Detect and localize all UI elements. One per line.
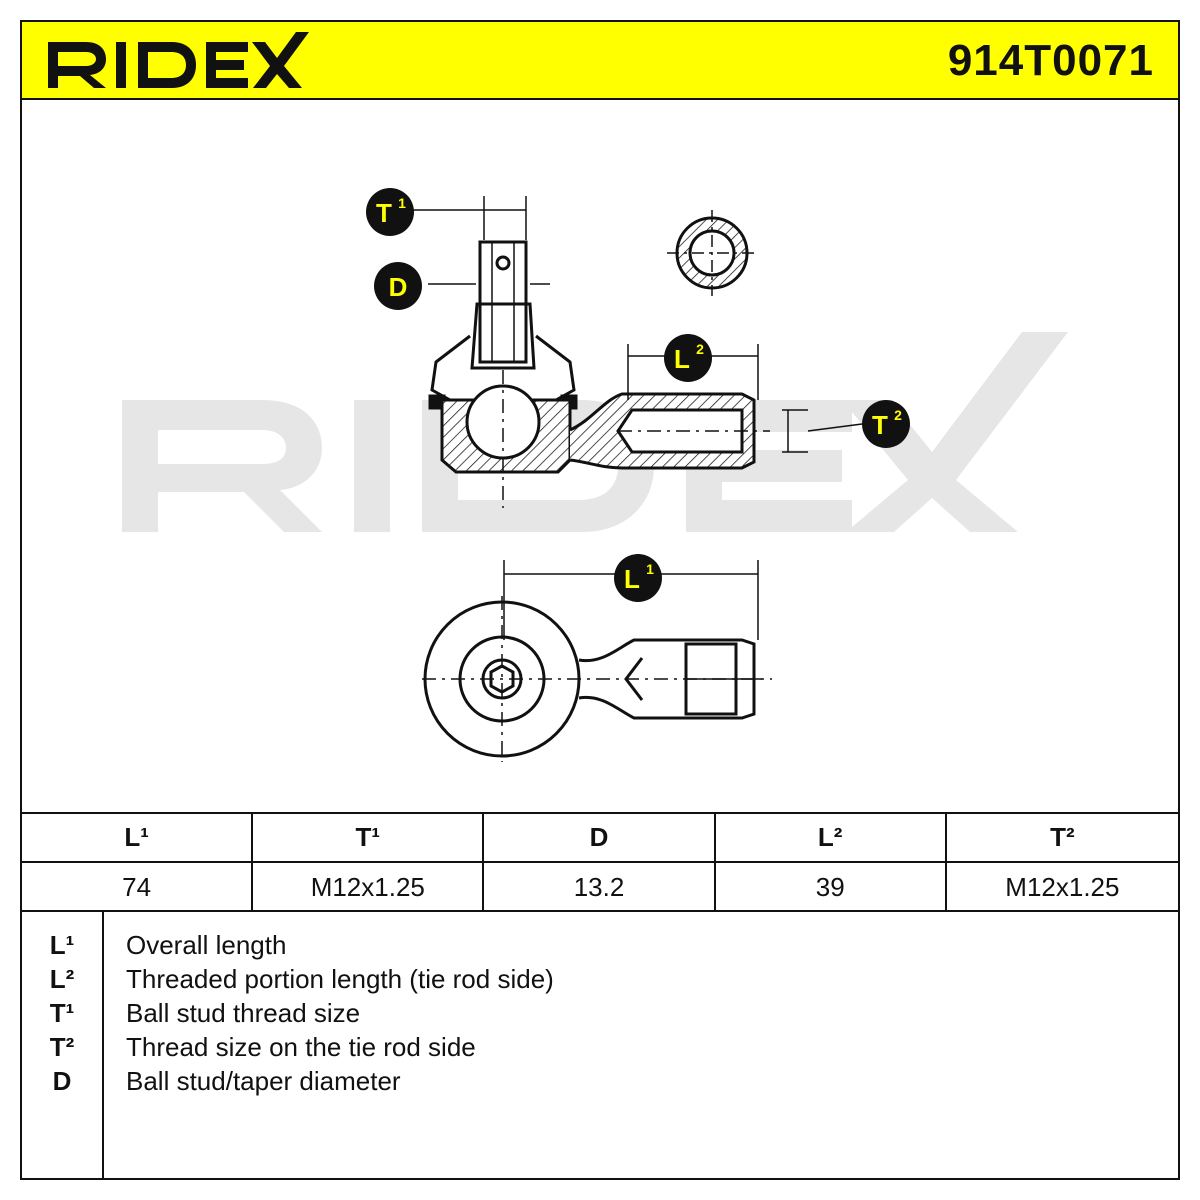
legend-key: L¹ xyxy=(49,930,75,960)
spec-value-d: 13.2 xyxy=(484,863,716,912)
tie-rod-end-drawing: T 1 D L 2 T 2 L 1 xyxy=(122,188,1068,762)
legend-row: D Ball stud/taper diameter xyxy=(22,1064,1178,1098)
legend-row: T¹ Ball stud thread size xyxy=(22,996,1178,1030)
top-view xyxy=(422,596,772,762)
callout-t2-sup: 2 xyxy=(894,407,902,423)
callout-d: D xyxy=(374,262,422,310)
callout-t1-letter: T xyxy=(376,198,392,228)
legend-row: L² Threaded portion length (tie rod side… xyxy=(22,962,1178,996)
legend-row: L¹ Overall length xyxy=(22,928,1178,962)
legend: L¹ Overall length L² Threaded portion le… xyxy=(22,912,1178,1178)
legend-text: Overall length xyxy=(126,930,287,960)
side-view xyxy=(428,240,770,508)
callout-l2-sup: 2 xyxy=(696,341,704,357)
spec-header-l2: L² xyxy=(715,814,947,863)
callout-l1: L 1 xyxy=(614,554,662,602)
legend-divider xyxy=(102,912,104,1178)
spec-value-l2: 39 xyxy=(716,863,947,912)
legend-key: T¹ xyxy=(49,998,75,1028)
legend-key: T² xyxy=(49,1032,75,1062)
datasheet-frame: 914T0071 xyxy=(20,20,1180,1180)
ridex-logo xyxy=(48,32,309,88)
header-bar: 914T0071 xyxy=(22,22,1178,100)
technical-drawing: T 1 D L 2 T 2 L 1 xyxy=(22,100,1178,812)
legend-row: T² Thread size on the tie rod side xyxy=(22,1030,1178,1064)
spec-header-l1: L¹ xyxy=(22,814,254,863)
callout-t1: T 1 xyxy=(366,188,414,236)
part-number: 914T0071 xyxy=(947,36,1154,85)
cross-section xyxy=(667,210,757,296)
spec-table: L¹ T¹ D L² T² 74 M12x1.25 13.2 39 M12x1.… xyxy=(22,812,1178,912)
callout-t1-sup: 1 xyxy=(398,195,406,211)
legend-text: Ball stud/taper diameter xyxy=(126,1066,401,1096)
spec-header-t2: T² xyxy=(946,814,1178,863)
legend-text: Threaded portion length (tie rod side) xyxy=(126,964,554,994)
callout-l1-letter: L xyxy=(624,564,640,594)
callout-t2: T 2 xyxy=(862,400,910,448)
legend-key: L² xyxy=(49,964,75,994)
spec-value-t2: M12x1.25 xyxy=(1005,872,1120,902)
callout-l1-sup: 1 xyxy=(646,561,654,577)
legend-text: Ball stud thread size xyxy=(126,998,361,1028)
spec-value-t1: M12x1.25 xyxy=(253,863,485,912)
callout-d-letter: D xyxy=(389,272,408,302)
legend-key: D xyxy=(52,1066,72,1096)
spec-value-l1: 74 xyxy=(22,863,254,912)
callout-t2-letter: T xyxy=(872,410,888,440)
callout-l2: L 2 xyxy=(664,334,712,382)
spec-header-d: D xyxy=(484,814,716,863)
legend-text: Thread size on the tie rod side xyxy=(126,1032,476,1062)
callout-l2-letter: L xyxy=(674,344,690,374)
spec-header-t1: T¹ xyxy=(253,814,485,863)
